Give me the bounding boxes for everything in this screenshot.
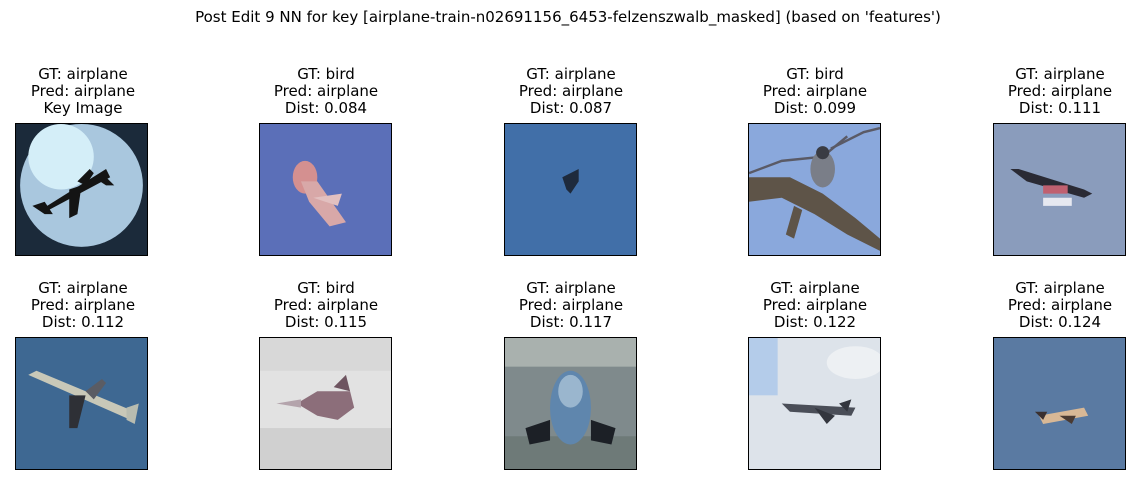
dist-label: Dist: 0.112 <box>41 313 125 331</box>
dist-label: Dist: 0.122 <box>773 313 857 331</box>
pred-label: Pred: airplane <box>1007 296 1113 314</box>
neighbor-image-5 <box>15 337 148 470</box>
panel-neighbor-6: GT: bird Pred: airplane Dist: 0.115 <box>226 280 426 331</box>
panel-neighbor-7: GT: airplane Pred: airplane Dist: 0.117 <box>471 280 671 331</box>
key-image-airplane <box>15 123 148 256</box>
dist-label: Dist: 0.087 <box>529 99 613 117</box>
dist-label: Dist: 0.115 <box>284 313 368 331</box>
figure-title: Post Edit 9 NN for key [airplane-train-n… <box>195 8 941 26</box>
neighbor-image-1 <box>259 123 392 256</box>
panel-neighbor-2: GT: airplane Pred: airplane Dist: 0.087 <box>471 66 671 117</box>
neighbor-image-9 <box>993 337 1126 470</box>
gt-label: GT: bird <box>297 279 355 297</box>
neighbor-image-8 <box>748 337 881 470</box>
dist-label: Dist: 0.084 <box>284 99 368 117</box>
dist-label: Dist: 0.099 <box>773 99 857 117</box>
pred-label: Pred: airplane <box>273 82 379 100</box>
panel-neighbor-5: GT: airplane Pred: airplane Dist: 0.112 <box>0 280 183 331</box>
panel-neighbor-8: GT: airplane Pred: airplane Dist: 0.122 <box>715 280 915 331</box>
dist-label: Dist: 0.124 <box>1018 313 1102 331</box>
gt-label: GT: bird <box>297 65 355 83</box>
pred-label: Pred: airplane <box>762 82 868 100</box>
gt-label: GT: airplane <box>1015 65 1105 83</box>
gt-label: GT: airplane <box>526 279 616 297</box>
gt-label: GT: airplane <box>38 65 128 83</box>
panel-key: GT: airplane Pred: airplane Key Image <box>0 66 183 117</box>
neighbor-image-7 <box>504 337 637 470</box>
neighbor-image-2 <box>504 123 637 256</box>
panel-neighbor-4: GT: airplane Pred: airplane Dist: 0.111 <box>960 66 1136 117</box>
dist-label: Dist: 0.111 <box>1018 99 1102 117</box>
gt-label: GT: airplane <box>770 279 860 297</box>
panel-neighbor-3: GT: bird Pred: airplane Dist: 0.099 <box>715 66 915 117</box>
dist-label: Dist: 0.117 <box>529 313 613 331</box>
pred-label: Pred: airplane <box>518 82 624 100</box>
neighbor-image-4 <box>993 123 1126 256</box>
key-image-label: Key Image <box>43 99 123 117</box>
gt-label: GT: airplane <box>38 279 128 297</box>
pred-label: Pred: airplane <box>518 296 624 314</box>
pred-label: Pred: airplane <box>762 296 868 314</box>
pred-label: Pred: airplane <box>30 82 136 100</box>
neighbor-image-6 <box>259 337 392 470</box>
gt-label: GT: bird <box>786 65 844 83</box>
pred-label: Pred: airplane <box>1007 82 1113 100</box>
pred-label: Pred: airplane <box>273 296 379 314</box>
panel-neighbor-9: GT: airplane Pred: airplane Dist: 0.124 <box>960 280 1136 331</box>
panel-neighbor-1: GT: bird Pred: airplane Dist: 0.084 <box>226 66 426 117</box>
neighbor-image-3 <box>748 123 881 256</box>
gt-label: GT: airplane <box>1015 279 1105 297</box>
gt-label: GT: airplane <box>526 65 616 83</box>
pred-label: Pred: airplane <box>30 296 136 314</box>
